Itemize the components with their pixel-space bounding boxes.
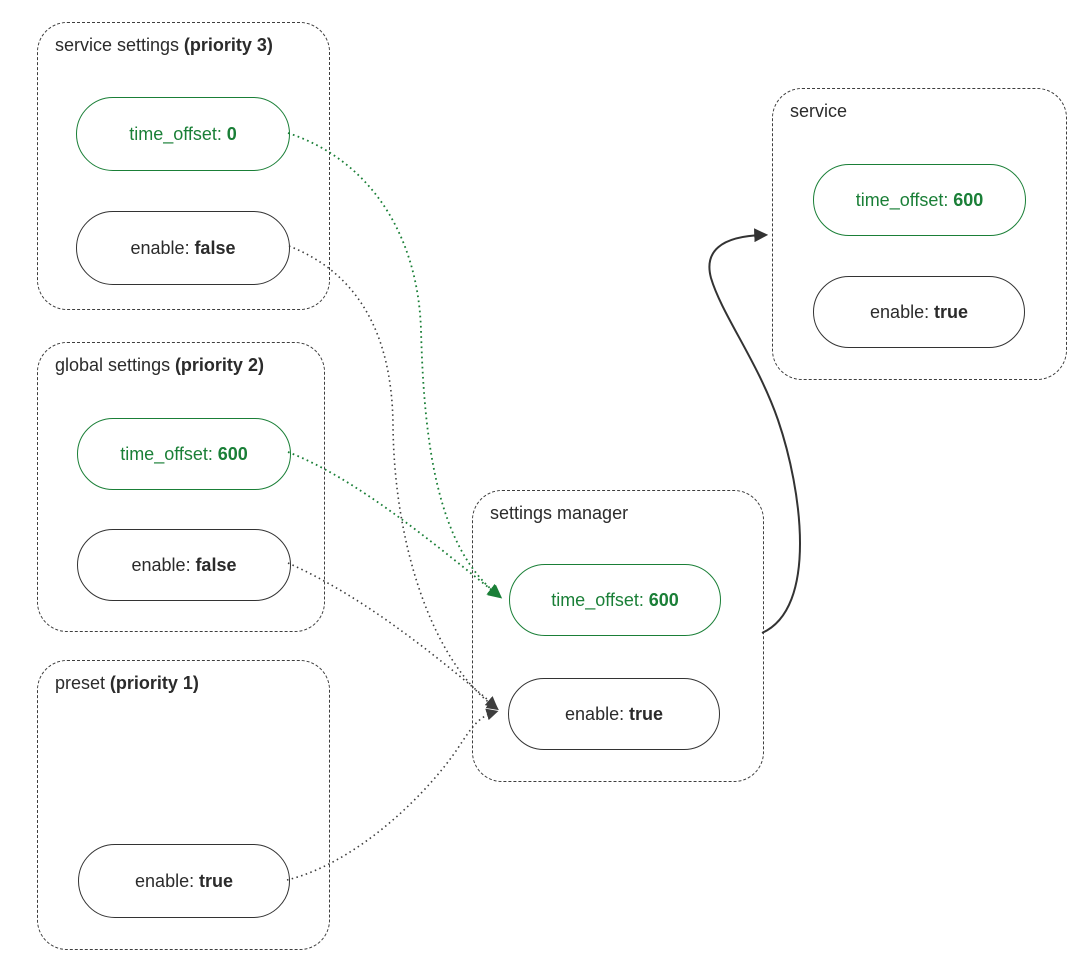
node-service-settings-time-offset: time_offset: 0 [76,97,290,171]
group-preset-title: preset(priority 1) [55,672,199,695]
node-label: enable: [565,703,625,724]
group-title-text: service settings [55,35,180,55]
node-global-settings-time-offset: time_offset: 600 [77,418,291,490]
node-label: time_offset: [120,443,213,464]
node-label: enable: [130,237,190,258]
node-value: 0 [226,123,237,144]
node-preset-enable: enable: true [78,844,290,918]
node-label: time_offset: [129,123,222,144]
group-service-title: service [790,100,852,123]
node-value: false [194,237,236,258]
node-label: enable: [131,554,191,575]
group-title-text: settings manager [490,503,629,523]
node-global-settings-enable: enable: false [77,529,291,601]
node-settings-manager-enable: enable: true [508,678,720,750]
group-global-settings-title: global settings(priority 2) [55,354,264,377]
group-preset: preset(priority 1) enable: true [37,660,330,950]
group-settings-manager-title: settings manager [490,502,633,525]
node-service-time-offset: time_offset: 600 [813,164,1026,236]
group-global-settings: global settings(priority 2) time_offset:… [37,342,325,632]
node-value: 600 [217,443,248,464]
node-value: 600 [648,589,679,610]
group-title-text: global settings [55,355,171,375]
node-service-enable: enable: true [813,276,1025,348]
node-value: true [933,301,968,322]
group-title-priority: (priority 3) [183,35,273,55]
node-value: true [628,703,663,724]
node-label: time_offset: [551,589,644,610]
group-service: service time_offset: 600 enable: true [772,88,1067,380]
group-service-settings: service settings(priority 3) time_offset… [37,22,330,310]
node-value: false [195,554,237,575]
node-value: true [198,870,233,891]
node-value: 600 [953,189,984,210]
node-service-settings-enable: enable: false [76,211,290,285]
group-service-settings-title: service settings(priority 3) [55,34,273,57]
node-label: enable: [870,301,930,322]
group-title-text: service [790,101,848,121]
group-title-priority: (priority 1) [109,673,199,693]
node-label: enable: [135,870,195,891]
group-title-text: preset [55,673,106,693]
node-label: time_offset: [855,189,949,210]
node-settings-manager-time-offset: time_offset: 600 [509,564,721,636]
group-title-priority: (priority 2) [174,355,264,375]
group-settings-manager: settings manager time_offset: 600 enable… [472,490,764,782]
